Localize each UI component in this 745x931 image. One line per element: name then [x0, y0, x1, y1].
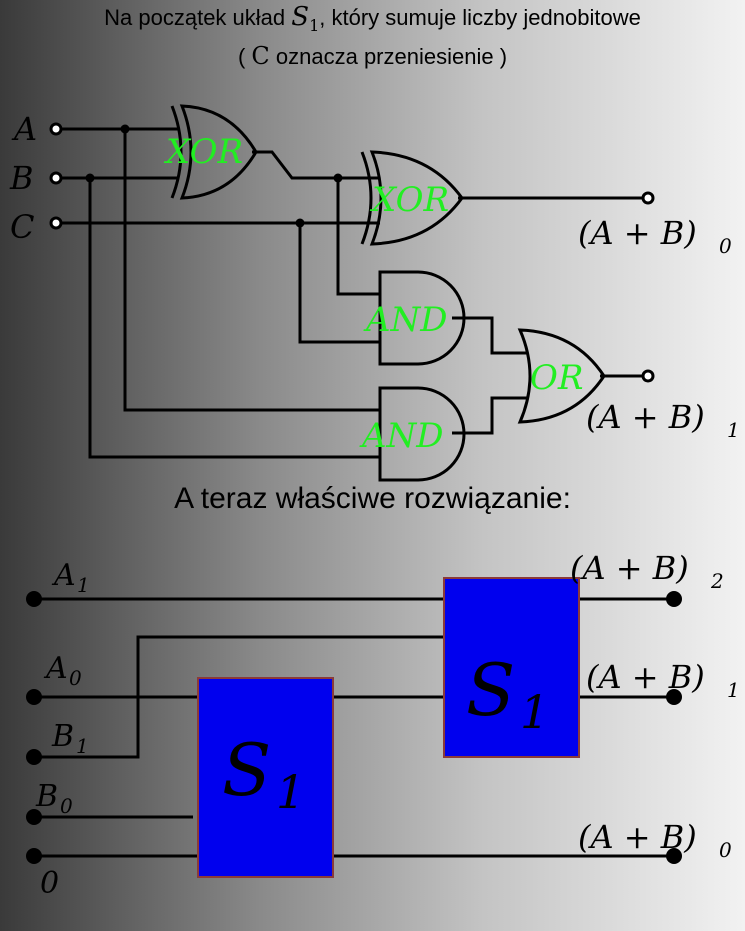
input-label-b: B — [9, 159, 34, 197]
junction-dots — [85, 124, 343, 228]
svg-text:1: 1 — [77, 573, 90, 597]
or-gate — [517, 328, 606, 424]
full-circuit-terminals — [26, 591, 682, 864]
svg-text:(A + B): (A + B) — [570, 549, 689, 587]
output-label-sum-1-full: (A + B) 1 — [586, 658, 740, 702]
s1-block-upper: S 1 — [443, 577, 580, 758]
and-gate-1 — [378, 270, 466, 366]
input-label-a1: A 1 — [51, 558, 90, 597]
output-label-sum-1: (A + B) 1 — [586, 398, 740, 442]
svg-text:(A + B): (A + B) — [578, 214, 697, 252]
svg-text:S: S — [466, 648, 515, 732]
input-label-b0: B 0 — [35, 779, 73, 818]
gate-label-and-2: AND — [359, 416, 444, 456]
svg-text:1: 1 — [276, 765, 305, 819]
svg-text:(A + B): (A + B) — [586, 398, 705, 436]
output-label-sum-2: (A + B) 2 — [570, 549, 724, 593]
input-label-zero: 0 — [40, 866, 59, 901]
input-label-c: C — [10, 208, 34, 246]
half-adder-wires — [60, 127, 644, 459]
gate-label-xor-1: XOR — [163, 132, 243, 172]
svg-text:S: S — [222, 728, 271, 812]
svg-text:1: 1 — [520, 685, 549, 739]
svg-text:0: 0 — [69, 666, 82, 690]
output-label-sum-0-full: (A + B) 0 — [578, 818, 732, 862]
svg-text:A: A — [51, 558, 76, 593]
intro-text: Na początek układ S1, który sumuje liczb… — [0, 2, 745, 72]
svg-text:0: 0 — [719, 838, 732, 862]
input-label-b1: B 1 — [51, 719, 89, 758]
svg-text:2: 2 — [710, 569, 724, 593]
svg-text:1: 1 — [727, 418, 740, 442]
intro-line-1: Na początek układ S1, który sumuje liczb… — [104, 2, 641, 35]
gate-label-or: OR — [530, 358, 583, 398]
carry-symbol: C — [251, 42, 270, 70]
svg-text:(A + B): (A + B) — [578, 818, 697, 856]
svg-text:1: 1 — [727, 678, 740, 702]
input-label-a0: A 0 — [43, 651, 82, 690]
svg-text:B: B — [51, 719, 74, 754]
s1-symbol: S1 — [291, 2, 320, 35]
half-adder-terminals — [49, 122, 655, 383]
full-circuit-wires — [34, 597, 674, 858]
svg-text:0: 0 — [719, 234, 732, 258]
intro-line-2: ( C oznacza przeniesienie ) — [237, 42, 508, 70]
and-gate-2 — [378, 386, 466, 482]
svg-text:A: A — [43, 651, 68, 686]
svg-text:(A + B): (A + B) — [586, 658, 705, 696]
xor-gate-1 — [170, 104, 258, 200]
xor-gate-2 — [360, 150, 464, 246]
solution-heading: A teraz właściwe rozwiązanie: — [174, 482, 571, 515]
input-label-a: A — [11, 110, 37, 148]
svg-text:0: 0 — [60, 794, 73, 818]
gate-label-xor-2: XOR — [369, 180, 449, 220]
svg-text:B: B — [35, 779, 58, 814]
svg-text:1: 1 — [76, 734, 89, 758]
s1-block-lower: S 1 — [197, 677, 334, 878]
gate-label-and-1: AND — [363, 300, 448, 340]
output-label-sum-0: (A + B) 0 — [578, 214, 732, 258]
